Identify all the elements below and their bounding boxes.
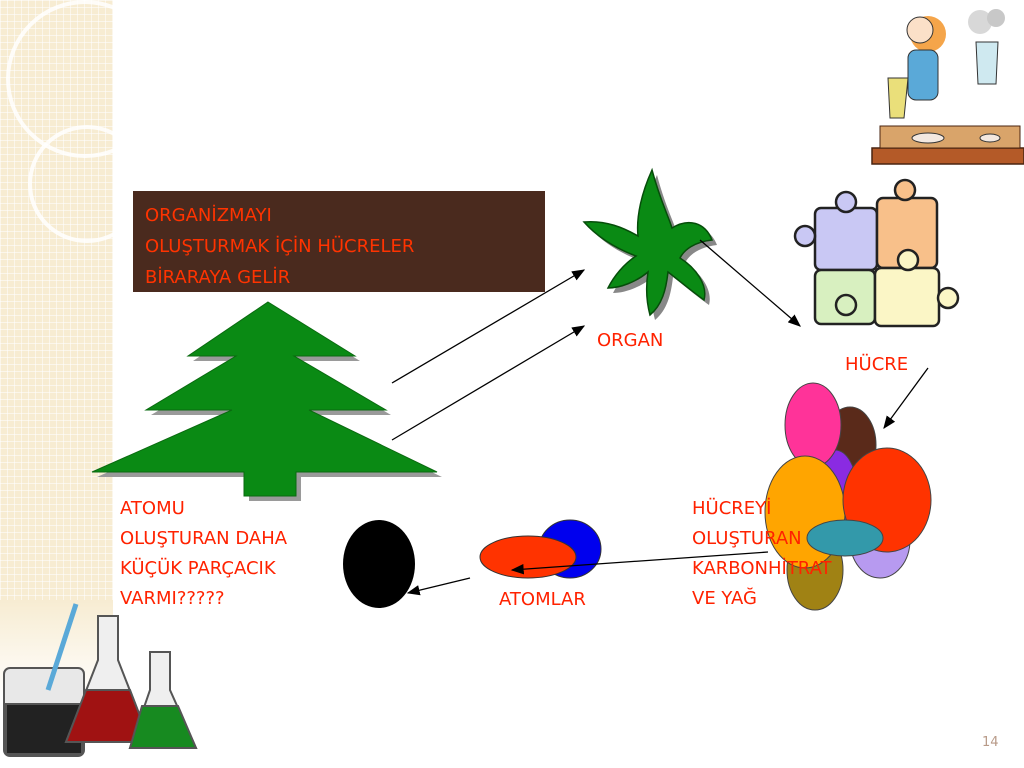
puzzle-icon	[793, 178, 960, 328]
leaf-star-icon	[582, 167, 717, 320]
label-line: VE YAĞ	[692, 588, 757, 609]
question-line: VARMI?????	[120, 588, 225, 609]
label-line: OLUŞTURAN	[692, 528, 802, 549]
title-line: ORGANİZMAYI	[145, 205, 272, 226]
scientist-clipart-icon	[871, 9, 1024, 165]
label-hucreyi-block: HÜCREYİ OLUŞTURAN KARBONHİTRAT VE YAĞ	[692, 494, 832, 614]
arrows	[391, 239, 929, 596]
decorative-ring	[28, 125, 121, 243]
question-line: KÜÇÜK PARÇACIK	[120, 558, 276, 579]
title-line: BİRARAYA GELİR	[145, 267, 291, 288]
title-line: OLUŞTURMAK İÇİN HÜCRELER	[145, 236, 415, 257]
label-organ: ORGAN	[597, 330, 664, 351]
colored-ovals-icon	[764, 382, 932, 611]
pine-tree-icon	[91, 301, 442, 501]
label-line: HÜCREYİ	[692, 498, 772, 519]
page-number: 14	[982, 735, 999, 750]
question-block: ATOMU OLUŞTURAN DAHA KÜÇÜK PARÇACIK VARM…	[120, 494, 287, 614]
title-box: ORGANİZMAYI OLUŞTURMAK İÇİN HÜCRELER BİR…	[133, 191, 545, 292]
question-line: ATOMU	[120, 498, 185, 519]
label-hucre: HÜCRE	[845, 354, 909, 375]
label-atomlar: ATOMLAR	[499, 589, 586, 610]
label-line: KARBONHİTRAT	[692, 558, 832, 579]
question-line: OLUŞTURAN DAHA	[120, 528, 288, 549]
black-oval-icon	[343, 520, 415, 608]
lab-flasks-icon	[3, 603, 198, 757]
atom-ovals-icon	[479, 519, 602, 579]
